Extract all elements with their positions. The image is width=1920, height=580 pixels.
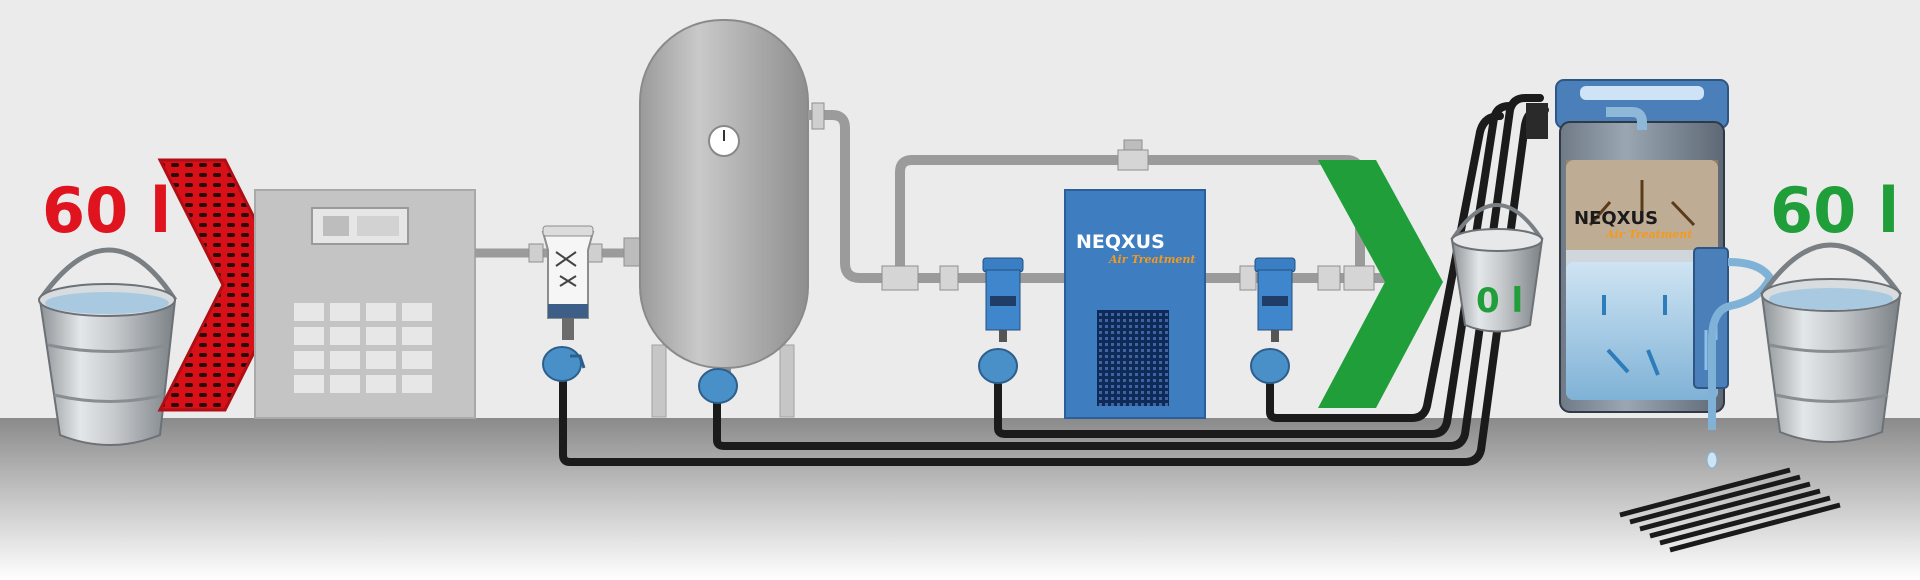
air-receiver-tank-icon: [639, 19, 809, 418]
pipe-union: [1317, 265, 1341, 291]
dryer-brand-name: NEQXUS: [1076, 231, 1165, 253]
inlet-volume-label: 60 l: [42, 174, 171, 247]
condensate-drain-lines: [559, 94, 1549, 466]
inlet-valve: [881, 265, 919, 291]
tank-inlet-nozzle: [623, 237, 641, 267]
drain-valve-icon: [542, 346, 586, 382]
pipe-union: [939, 265, 959, 291]
outlet-volume-label: 60 l: [1770, 174, 1899, 247]
drain-valve-icon: [698, 368, 738, 404]
filter-icon: [982, 257, 1024, 342]
bypass-valve: [1117, 149, 1149, 171]
pipe-flange: [587, 243, 603, 263]
separator-brand-name: NEQXUS: [1574, 208, 1658, 229]
cyclone-separator-icon: [541, 225, 595, 340]
refrigerant-dryer-icon: [1064, 189, 1206, 419]
outlet-bucket-icon: [1759, 242, 1903, 443]
empty-bucket-icon: [1450, 203, 1544, 333]
separator-brand-tagline: Air Treatment: [1605, 228, 1692, 241]
filter-icon: [1254, 257, 1296, 342]
pipe-flange: [528, 243, 544, 263]
bypass-valve-handle: [1123, 139, 1143, 151]
drain-valve-icon: [978, 348, 1018, 384]
drain-valve-icon: [1250, 348, 1290, 384]
water-drop: [1706, 451, 1718, 469]
drain-grate-icon: [1619, 467, 1841, 553]
pipe-union: [1239, 265, 1257, 291]
pipe-flange: [811, 102, 825, 130]
inlet-bucket-icon: [37, 247, 178, 446]
mid-bucket-volume-label: 0 l: [1476, 281, 1523, 321]
oil-water-separator-icon: [1526, 79, 1729, 413]
clean-water-outlet-pipe: [1708, 258, 1775, 430]
green-chevron-icon: [1318, 160, 1443, 408]
outlet-valve: [1343, 265, 1375, 291]
compressor-icon: [254, 189, 476, 419]
dryer-brand-tagline: Air Treatment: [1108, 253, 1195, 266]
